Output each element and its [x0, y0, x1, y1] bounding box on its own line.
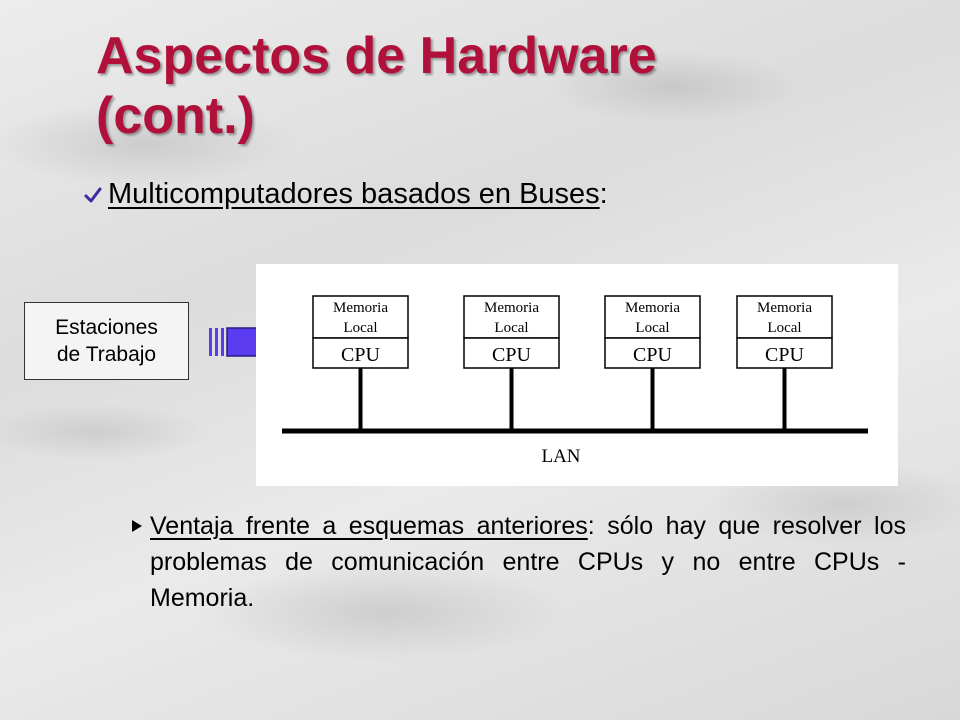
- workstations-box: Estaciones de Trabajo: [24, 302, 189, 380]
- bullet-multicomputadores: Multicomputadores basados en Buses:: [84, 178, 608, 211]
- cpu-label: CPU: [341, 344, 380, 366]
- slide-title-line2: (cont.): [96, 87, 255, 145]
- memory-label: Memoria: [333, 300, 388, 316]
- bullet2-rest: : sólo hay que resolver los problemas de…: [150, 512, 906, 612]
- memory-box: [463, 295, 560, 339]
- bullet1-suffix: :: [599, 178, 608, 210]
- bullet-ventaja: Ventaja frente a esquemas anteriores: só…: [128, 508, 906, 616]
- workstations-line1: Estaciones: [55, 316, 158, 339]
- triangle-bullet-icon: [132, 520, 142, 532]
- memory-local-label: Local: [494, 320, 528, 336]
- cpu-label: CPU: [633, 344, 672, 366]
- memory-local-label: Local: [767, 320, 801, 336]
- memory-label: Memoria: [757, 300, 812, 316]
- lan-label: LAN: [541, 446, 580, 467]
- workstations-line2: de Trabajo: [56, 343, 157, 366]
- cpu-box: [736, 337, 833, 369]
- bullet1-text: Multicomputadores basados en Buses: [108, 178, 600, 210]
- cpu-box: [312, 337, 409, 369]
- memory-label: Memoria: [484, 300, 539, 316]
- arrow-stripe: [221, 328, 224, 356]
- bullet2-underlined: Ventaja frente a esquemas anteriores: [150, 512, 588, 540]
- memory-box: [312, 295, 409, 339]
- slide-title: Aspectos de Hardware (cont.): [96, 26, 657, 146]
- slide-title-line1: Aspectos de Hardware: [96, 27, 657, 85]
- memory-local-label: Local: [343, 320, 377, 336]
- memory-local-label: Local: [635, 320, 669, 336]
- cpu-box: [604, 337, 701, 369]
- memory-box: [604, 295, 701, 339]
- cpu-label: CPU: [492, 344, 531, 366]
- checkmark-icon: [84, 187, 102, 202]
- arrow-stripe: [209, 328, 212, 356]
- bullet2-text: Ventaja frente a esquemas anteriores: só…: [150, 508, 906, 616]
- cpu-label: CPU: [765, 344, 804, 366]
- arrow-stripe: [215, 328, 218, 356]
- memory-label: Memoria: [625, 300, 680, 316]
